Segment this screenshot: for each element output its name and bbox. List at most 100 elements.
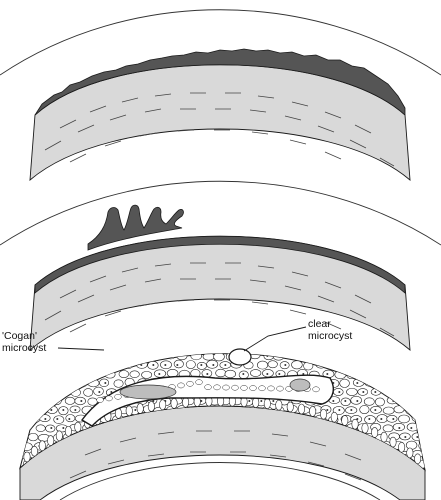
basal-cell bbox=[371, 427, 379, 438]
cell-nucleus bbox=[20, 364, 23, 366]
epithelial-cell bbox=[386, 379, 399, 388]
epithelial-cell bbox=[166, 459, 178, 468]
cell-nucleus bbox=[428, 454, 430, 456]
clear-label-line2: microcyst bbox=[308, 330, 353, 342]
epithelial-cell bbox=[20, 360, 28, 370]
cogan-microcyst-label: 'Cogan' microcyst bbox=[2, 330, 46, 354]
epithelial-cell bbox=[106, 335, 116, 342]
epithelial-cell bbox=[27, 396, 39, 405]
epithelial-cell bbox=[291, 360, 303, 370]
basal-cell bbox=[170, 398, 178, 409]
cell-nucleus bbox=[326, 373, 329, 375]
cell-nucleus bbox=[278, 355, 281, 357]
epithelial-cell bbox=[99, 378, 110, 388]
cell-nucleus bbox=[38, 355, 41, 357]
cell-nucleus bbox=[374, 337, 376, 339]
cell-nucleus bbox=[200, 364, 203, 366]
epithelial-cell bbox=[382, 424, 394, 433]
cell-nucleus bbox=[398, 427, 401, 429]
epithelial-cell bbox=[404, 353, 416, 360]
cell-nucleus bbox=[110, 391, 113, 393]
cell-nucleus bbox=[50, 391, 53, 393]
epithelial-cell bbox=[74, 396, 86, 406]
epithelial-cell bbox=[293, 343, 303, 351]
epithelial-cell bbox=[51, 360, 63, 369]
epithelial-cell bbox=[375, 360, 387, 370]
cyst-cell bbox=[195, 379, 203, 386]
epithelial-cell bbox=[422, 451, 425, 459]
epithelial-cell bbox=[213, 353, 225, 362]
epithelial-cell bbox=[358, 368, 369, 378]
epithelial-cell bbox=[406, 386, 417, 396]
epithelial-cell bbox=[20, 370, 33, 379]
epithelial-cell bbox=[334, 370, 347, 380]
cell-nucleus bbox=[80, 400, 83, 402]
cyst-cell bbox=[213, 384, 221, 391]
epithelial-cell bbox=[82, 335, 92, 342]
panel-middle-membrane-projections bbox=[87, 204, 184, 251]
epithelial-cell bbox=[206, 359, 219, 369]
epithelial-cell bbox=[424, 380, 425, 388]
epithelial-cell bbox=[418, 406, 425, 416]
panel-top-epithelium-surface bbox=[34, 48, 406, 116]
epithelial-cell bbox=[273, 334, 284, 342]
epithelial-cell bbox=[339, 343, 351, 351]
epithelial-cell bbox=[222, 344, 232, 351]
epithelial-cell bbox=[46, 353, 58, 359]
cell-nucleus bbox=[356, 382, 359, 384]
epithelial-cell bbox=[352, 343, 362, 350]
basal-cell bbox=[330, 411, 338, 423]
cell-nucleus bbox=[164, 364, 167, 366]
epithelial-cell bbox=[226, 335, 237, 342]
basal-cell bbox=[30, 445, 38, 457]
epithelial-cell bbox=[261, 335, 272, 342]
epithelial-cell bbox=[392, 423, 405, 432]
cell-nucleus bbox=[224, 364, 227, 366]
epithelial-cell bbox=[346, 387, 358, 396]
epithelial-cell bbox=[53, 415, 65, 424]
basal-cell bbox=[159, 399, 167, 411]
epithelial-cell bbox=[140, 353, 153, 361]
cell-nucleus bbox=[212, 364, 215, 366]
epithelial-cell bbox=[322, 353, 333, 360]
epithelial-cell bbox=[421, 415, 425, 424]
epithelial-cell bbox=[364, 343, 374, 351]
basal-cell bbox=[23, 451, 31, 463]
basal-cell bbox=[320, 408, 328, 420]
epithelial-cell bbox=[25, 378, 38, 386]
epithelial-cell bbox=[352, 378, 365, 387]
cyst-cell bbox=[276, 385, 284, 392]
cell-nucleus bbox=[50, 409, 53, 411]
panel-middle-lamellae bbox=[44, 262, 395, 337]
cyst-cell bbox=[231, 384, 239, 391]
cell-nucleus bbox=[134, 463, 137, 465]
basal-cell bbox=[361, 422, 369, 434]
cell-nucleus bbox=[110, 337, 112, 339]
epithelial-cell bbox=[190, 353, 202, 361]
epithelial-cell bbox=[237, 334, 248, 342]
basal-cell bbox=[389, 436, 397, 448]
epithelial-cell bbox=[393, 388, 405, 397]
basal-cell bbox=[55, 430, 63, 442]
epithelial-cell bbox=[382, 406, 395, 415]
panel-middle bbox=[0, 180, 441, 352]
epithelial-cell bbox=[225, 460, 238, 469]
epithelial-cell bbox=[34, 387, 47, 396]
epithelial-cell bbox=[65, 414, 76, 423]
cell-nucleus bbox=[380, 418, 383, 420]
epithelial-cell bbox=[20, 378, 29, 388]
epithelial-cell bbox=[191, 333, 201, 341]
cell-nucleus bbox=[410, 355, 413, 357]
cell-nucleus bbox=[104, 382, 107, 384]
cell-nucleus bbox=[20, 454, 23, 456]
epithelial-cell bbox=[147, 343, 157, 350]
epithelial-cell bbox=[410, 396, 423, 404]
cell-nucleus bbox=[344, 400, 347, 402]
epithelial-cell bbox=[215, 333, 225, 340]
cell-nucleus bbox=[20, 382, 23, 384]
epithelial-cell bbox=[346, 370, 357, 380]
epithelial-cell bbox=[159, 344, 169, 352]
cell-nucleus bbox=[134, 409, 137, 411]
cell-nucleus bbox=[26, 373, 29, 375]
epithelial-cell bbox=[141, 371, 153, 379]
